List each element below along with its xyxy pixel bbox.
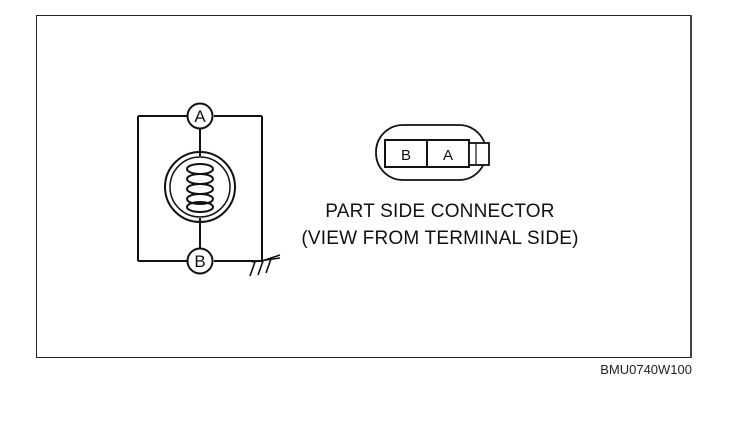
terminal-a-label: A: [194, 107, 206, 126]
connector-terminal-a: A: [443, 147, 453, 164]
connector-caption-subtitle: (VIEW FROM TERMINAL SIDE): [301, 228, 579, 249]
terminal-b-label: B: [194, 252, 205, 271]
connector-illustration: B A: [375, 124, 490, 181]
terminal-b-marker: B: [186, 247, 214, 275]
ground-icon: [249, 254, 281, 277]
coil-symbol: [164, 151, 236, 223]
connector-terminal-b: B: [401, 147, 411, 164]
frame-edge: [690, 15, 692, 358]
connector-caption-title: PART SIDE CONNECTOR: [325, 201, 555, 222]
circuit-wiring: [137, 115, 263, 262]
terminal-a-marker: A: [186, 102, 214, 130]
figure-code: BMU0740W100: [600, 362, 692, 377]
